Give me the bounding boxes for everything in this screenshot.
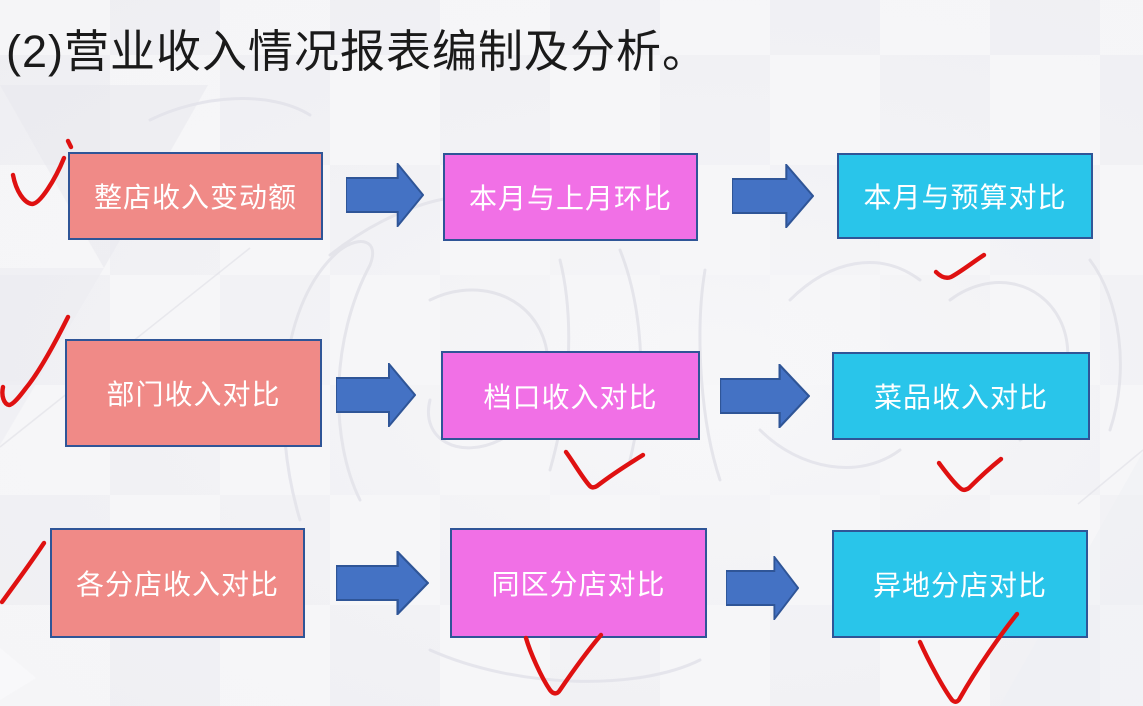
flow-box-label: 档口收入对比 [483,381,658,413]
flow-box-dish-revenue: 菜品收入对比 [832,352,1090,440]
flow-box-store-revenue-change: 整店收入变动额 [68,152,323,240]
flow-box-label: 菜品收入对比 [873,382,1048,413]
flow-box-label: 同区分店对比 [491,569,666,600]
flow-box-label: 整店收入变动额 [93,182,297,213]
flow-box-branch-revenue: 各分店收入对比 [50,528,305,638]
slide-title: (2)营业收入情况报表编制及分析。 [6,26,708,77]
flow-box-same-district-branch: 同区分店对比 [450,528,707,638]
flow-box-label: 各分店收入对比 [75,569,279,600]
arrow-right-icon [726,556,799,620]
flow-box-remote-branch: 异地分店对比 [832,530,1088,638]
arrow-right-icon [336,551,429,615]
flow-box-department-revenue: 部门收入对比 [65,339,322,447]
arrow-right-icon [732,164,814,228]
arrow-right-icon [720,364,810,428]
flow-box-label: 本月与上月环比 [468,183,672,214]
flow-box-label: 本月与预算对比 [863,182,1067,213]
flow-box-month-vs-lastmonth: 本月与上月环比 [443,153,698,241]
flow-box-label: 异地分店对比 [872,570,1047,601]
arrow-right-icon [346,163,424,227]
flow-box-month-vs-budget: 本月与预算对比 [837,153,1093,239]
flow-box-label: 部门收入对比 [106,379,281,410]
flow-box-stall-revenue: 档口收入对比 [441,351,700,440]
arrow-right-icon [336,363,416,427]
